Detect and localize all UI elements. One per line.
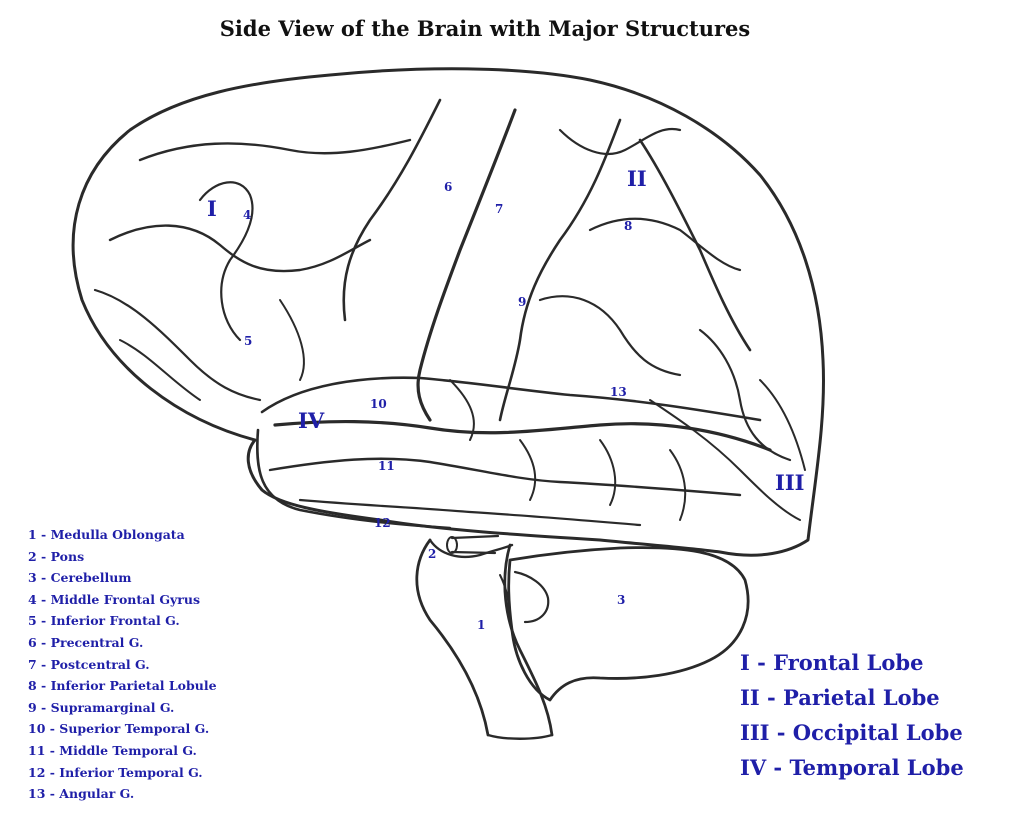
inferior-frontal-sulcus — [108, 224, 372, 273]
diagram-title: Side View of the Brain with Major Struct… — [219, 16, 751, 41]
legend-item: 9 - Supramarginal G. — [28, 699, 175, 715]
lobe-legend-item: III - Occipital Lobe — [740, 720, 963, 745]
legend-item: 12 - Inferior Temporal G. — [28, 764, 203, 780]
lobe-marker-occipital: III — [775, 470, 805, 495]
legend-item: 7 - Postcentral G. — [28, 656, 150, 672]
nerve-tube — [450, 534, 500, 555]
temporal-fold-1 — [449, 379, 475, 441]
frontal-fold-4 — [279, 299, 305, 381]
label-number-3: 3 — [617, 593, 626, 607]
cerebrum-outline — [71, 67, 825, 557]
lobe-legend-item: IV - Temporal Lobe — [740, 755, 964, 780]
lobe-marker-parietal: II — [627, 166, 647, 191]
frontal-fold-3 — [119, 339, 201, 401]
temporal-fold-3 — [599, 439, 617, 506]
temporal-lobe-outline — [260, 376, 762, 422]
label-number-7: 7 — [495, 202, 504, 216]
superior-frontal-sulcus — [138, 138, 412, 162]
legend-item: 11 - Middle Temporal G. — [28, 742, 197, 758]
postcentral-sulcus — [498, 118, 622, 422]
lobe-legend-item: II - Parietal Lobe — [740, 685, 940, 710]
parietal-fold-3 — [538, 295, 682, 377]
occipital-fold-1 — [698, 328, 792, 462]
label-number-8: 8 — [624, 219, 633, 233]
label-number-12: 12 — [374, 516, 391, 530]
legend-item: 10 - Superior Temporal G. — [28, 721, 210, 737]
legend-item: 4 - Middle Frontal Gyrus — [28, 591, 200, 607]
label-number-9: 9 — [518, 295, 527, 309]
temporal-sulcus — [268, 457, 742, 497]
cerebellum-fold — [499, 574, 510, 613]
inferior-temporal-line — [298, 498, 642, 527]
cerebellum-lobe — [513, 570, 550, 624]
legend-item: 3 - Cerebellum — [28, 570, 132, 586]
structures-legend: 1 - Medulla Oblongata 2 - Pons 3 - Cereb… — [28, 524, 217, 805]
parietal-fold-1 — [558, 127, 682, 155]
occipital-fold-3 — [649, 399, 801, 521]
lobe-marker-frontal: I — [207, 196, 217, 221]
lobe-legend-item: I - Frontal Lobe — [740, 650, 924, 675]
central-sulcus — [416, 108, 517, 422]
lateral-fissure — [273, 419, 772, 452]
brainstem-left — [415, 538, 490, 737]
legend-item: 6 - Precentral G. — [28, 634, 144, 650]
lobes-legend: I - Frontal Lobe II - Parietal Lobe III … — [740, 645, 964, 785]
frontal-fold-1 — [198, 181, 254, 342]
frontal-fold-2 — [93, 288, 262, 402]
temporal-bottom — [256, 428, 452, 530]
label-number-4: 4 — [243, 208, 252, 222]
pons-outline — [428, 538, 514, 559]
brainstem-bottom — [486, 733, 554, 740]
label-number-10: 10 — [370, 397, 387, 411]
occipital-fold-2 — [759, 379, 806, 471]
label-number-5: 5 — [244, 334, 253, 348]
label-number-1: 1 — [477, 618, 486, 632]
temporal-fold-2 — [519, 439, 537, 501]
parietal-fold-2 — [588, 217, 742, 272]
legend-item: 2 - Pons — [28, 548, 85, 564]
label-number-11: 11 — [378, 459, 395, 473]
label-number-13: 13 — [610, 385, 627, 399]
brainstem-right — [503, 543, 554, 737]
legend-item: 8 - Inferior Parietal Lobule — [28, 678, 217, 694]
legend-item: 1 - Medulla Oblongata — [28, 527, 185, 542]
legend-item: 13 - Angular G. — [28, 786, 135, 802]
intraparietal-sulcus — [638, 138, 752, 352]
label-number-6: 6 — [444, 180, 453, 194]
temporal-fold-4 — [669, 449, 687, 521]
label-number-2: 2 — [428, 547, 437, 561]
nerve-tube-end — [446, 536, 458, 554]
lobe-marker-temporal: IV — [298, 408, 325, 433]
precentral-sulcus — [342, 98, 442, 322]
legend-item: 5 - Inferior Frontal G. — [28, 613, 180, 629]
cerebellum-outline — [507, 546, 750, 702]
